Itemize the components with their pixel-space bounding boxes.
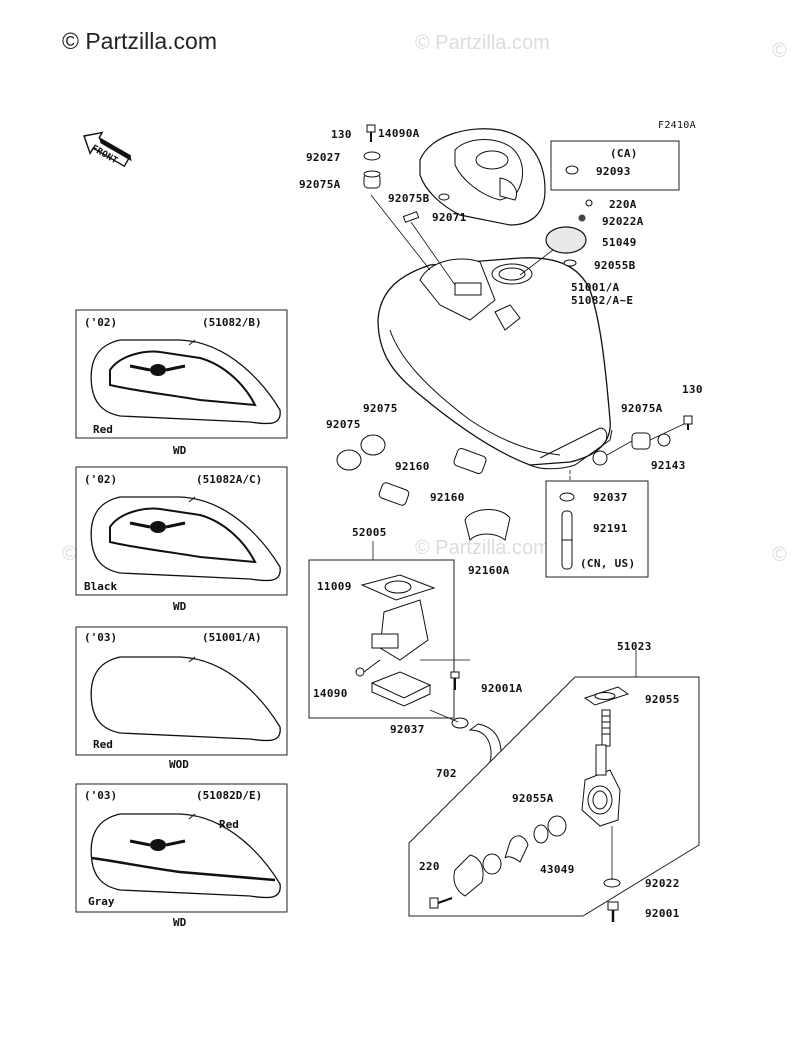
part-92160-b: 92160: [430, 491, 465, 504]
variant-3-color: Red: [93, 738, 113, 751]
watermark-faint-mid: © Partzilla.com: [415, 537, 550, 559]
variant-4-model: WD: [173, 916, 187, 929]
variant-tank-3-icon: [75, 626, 288, 756]
cock-box-title: 51023: [617, 640, 652, 653]
variant-2-part: (51082A/C): [196, 473, 263, 486]
part-130-right: 130: [682, 383, 703, 396]
part-51082: 51082/A~E: [571, 294, 634, 307]
watermark-symbol-tr: ©: [772, 40, 787, 62]
part-92075-a: 92075: [363, 402, 398, 415]
part-14090A: 14090A: [378, 127, 420, 140]
part-92027: 92027: [306, 151, 341, 164]
variant-4-color-gray: Gray: [88, 895, 115, 908]
part-220: 220: [419, 860, 440, 873]
pump-box-title: 52005: [352, 526, 387, 539]
part-51001: 51001/A: [571, 281, 620, 294]
variant-2-model: WD: [173, 600, 187, 613]
part-92055: 92055: [645, 693, 680, 706]
part-92143: 92143: [651, 459, 686, 472]
variant-1-part: (51082/B): [202, 316, 262, 329]
cnus-note: (CN, US): [580, 557, 636, 570]
variant-4-color-red: Red: [219, 818, 239, 831]
part-220A: 220A: [609, 198, 637, 211]
variant-3-year: ('03): [84, 631, 118, 644]
variant-tank-2-icon: [75, 466, 288, 596]
part-92037: 92037: [390, 723, 425, 736]
part-92160-a: 92160: [395, 460, 430, 473]
ca-box-part: 92093: [596, 165, 631, 178]
part-43049: 43049: [540, 863, 575, 876]
variant-1-model: WD: [173, 444, 187, 457]
variant-2-color: Black: [84, 580, 118, 593]
ca-box-title: (CA): [610, 147, 638, 160]
watermark-symbol-mr: ©: [772, 544, 787, 566]
variant-2-year: ('02): [84, 473, 118, 486]
variant-tank-4-icon: [75, 783, 288, 913]
variant-4-part: (51082D/E): [196, 789, 263, 802]
part-130-top: 130: [331, 128, 352, 141]
part-92075-b: 92075: [326, 418, 361, 431]
watermark-main: © Partzilla.com: [62, 28, 217, 54]
watermark-faint-top: © Partzilla.com: [415, 32, 550, 54]
part-92075A-right: 92075A: [621, 402, 663, 415]
cnus-part-92191: 92191: [593, 522, 628, 535]
variant-tank-1-icon: [75, 309, 288, 439]
part-92071: 92071: [432, 211, 467, 224]
part-92055B: 92055B: [594, 259, 636, 272]
cnus-part-92037: 92037: [593, 491, 628, 504]
part-92001: 92001: [645, 907, 680, 920]
part-92075A-top: 92075A: [299, 178, 341, 191]
front-arrow-icon: [83, 131, 132, 168]
variant-3-part: (51001/A): [202, 631, 262, 644]
variant-1-year: ('02): [84, 316, 118, 329]
part-14090: 14090: [313, 687, 348, 700]
part-51049: 51049: [602, 236, 637, 249]
part-92055A: 92055A: [512, 792, 554, 805]
variant-1-color: Red: [93, 423, 113, 436]
part-702: 702: [436, 767, 457, 780]
variant-4-year: ('03): [84, 789, 118, 802]
part-92022A: 92022A: [602, 215, 644, 228]
part-11009: 11009: [317, 580, 352, 593]
part-92160A: 92160A: [468, 564, 510, 577]
part-92001A: 92001A: [481, 682, 523, 695]
part-92075B: 92075B: [388, 192, 430, 205]
variant-3-model: WOD: [169, 758, 189, 771]
figure-code: F2410A: [658, 120, 696, 131]
part-92022: 92022: [645, 877, 680, 890]
